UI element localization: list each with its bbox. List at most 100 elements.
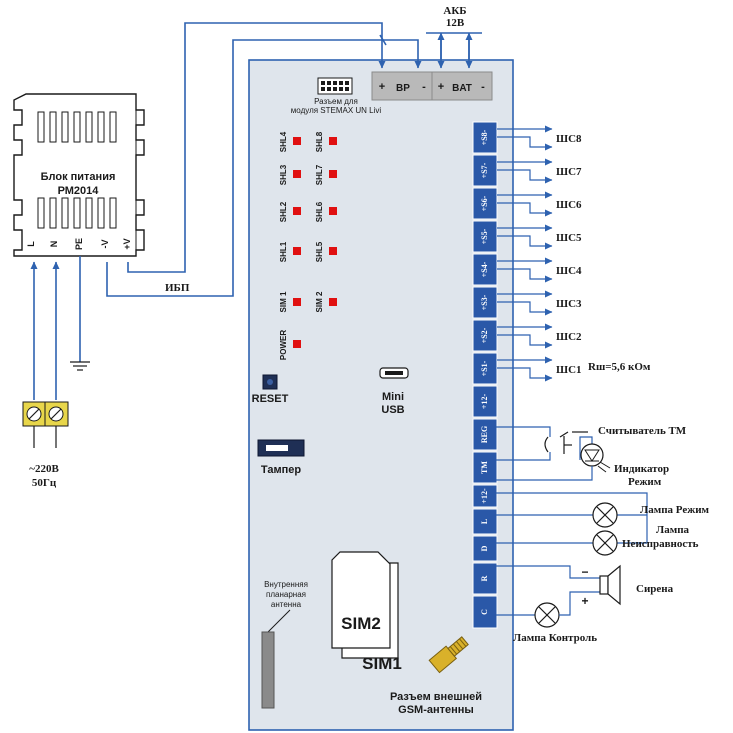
antenna-label-2: планарная (266, 590, 306, 599)
psu-terminal-minus-v: -V (100, 240, 110, 249)
psu-title-1: Блок питания (41, 171, 116, 183)
terminal-13 (472, 535, 498, 562)
stemax-label-1: Разъем для (314, 97, 358, 106)
lamp-control-label: Лампа Контроль (513, 632, 597, 644)
zone-label-5: ШС3 (556, 298, 582, 310)
tm-reader (496, 426, 588, 461)
terminal-14 (472, 562, 498, 595)
terminal-block: +S8-+S7-+S6-+S5-+S4-+S3-+S2-+S1-+12-REGT… (472, 121, 498, 629)
gsm-antenna-label-2: GSM-антенны (398, 704, 474, 716)
terminal-label-14: R (480, 575, 489, 581)
antenna-label-3: антенна (271, 600, 302, 609)
battery-wires (426, 32, 482, 69)
led-label-sim2: SIM 2 (315, 291, 324, 312)
terminal-label-10: TM (480, 461, 489, 474)
antenna-pointer (267, 609, 291, 633)
led-label-sim1: SIM 1 (279, 291, 288, 312)
zone-label-2: ШС6 (556, 199, 582, 211)
sim-cards: SIM2 SIM1 (331, 551, 402, 673)
power-supply: Блок питания РМ2014 L N PE -V +V (13, 93, 145, 257)
terminal-label-11: +12- (480, 488, 489, 504)
psu-terminal-l: L (26, 241, 36, 247)
gsm-antenna-connector (428, 636, 469, 674)
tamper-switch (257, 439, 305, 457)
terminal-1 (472, 154, 498, 187)
led-sim1 (293, 298, 301, 306)
led-shl5 (329, 247, 337, 255)
terminal-12 (472, 508, 498, 535)
psu-terminal-plus-v: +V (122, 238, 132, 249)
lamp-control (496, 602, 571, 628)
led-shl3 (293, 170, 301, 178)
terminal-3 (472, 220, 498, 253)
terminal-9 (472, 418, 498, 451)
terminal-label-13: D (480, 545, 489, 551)
zone-wire-b-2 (497, 202, 553, 217)
sim2-label: SIM2 (341, 614, 381, 633)
siren-plus: + (581, 594, 588, 608)
terminal-label-5: +S3- (480, 294, 489, 310)
terminal-label-3: +S5- (480, 228, 489, 244)
bp-connector: + BP - (371, 71, 433, 101)
terminal-label-2: +S6- (480, 195, 489, 211)
terminal-label-4: +S4- (480, 261, 489, 277)
led-shl4 (293, 137, 301, 145)
tamper-label: Тампер (261, 464, 301, 476)
led-shl6 (329, 207, 337, 215)
indicator-label-1: Индикатор (614, 463, 669, 475)
zone-label-3: ШС5 (556, 232, 582, 244)
led-shl7 (329, 170, 337, 178)
lamp-mode (496, 502, 618, 528)
reset-button[interactable] (262, 374, 278, 390)
reset-label: RESET (252, 393, 289, 405)
siren (496, 564, 621, 610)
psu-terminal-n: N (49, 241, 59, 248)
led-label-shl1: SHL1 (279, 241, 288, 262)
lamp-bus (496, 492, 648, 544)
mini-usb-connector (379, 367, 409, 379)
terminal-label-12: L (480, 519, 489, 524)
terminal-7 (472, 352, 498, 385)
zone-label-1: ШС7 (556, 166, 582, 178)
terminal-8 (472, 385, 498, 418)
indicator-led (496, 436, 611, 481)
antenna-label-1: Внутренняя (264, 580, 308, 589)
bp-label: BP (396, 83, 410, 94)
led-shl2 (293, 207, 301, 215)
led-label-shl2: SHL2 (279, 201, 288, 222)
zone-label-7: ШС1 (556, 364, 582, 376)
led-power (293, 340, 301, 348)
terminal-10 (472, 451, 498, 484)
terminal-label-8: +12- (480, 394, 489, 410)
zone-wire-b-6 (497, 334, 553, 349)
mini-usb-label-2: USB (381, 404, 404, 416)
terminal-label-7: +S1- (480, 360, 489, 376)
terminal-11 (472, 484, 498, 508)
led-label-shl8: SHL8 (315, 131, 324, 152)
terminal-label-15: C (480, 609, 489, 615)
gsm-antenna-label-1: Разъем внешней (390, 691, 482, 703)
bat-plus: + (438, 81, 444, 93)
led-label-shl3: SHL3 (279, 164, 288, 185)
zone-wire-b-1 (497, 169, 553, 184)
led-sim2 (329, 298, 337, 306)
ibp-label: ИБП (165, 282, 190, 294)
terminal-6 (472, 319, 498, 352)
zone-label-4: ШС4 (556, 265, 582, 277)
bat-minus: - (481, 81, 485, 93)
zone-wire-b-0 (497, 136, 553, 151)
mains-wires (30, 256, 90, 400)
reader-label: Считыватель ТМ (598, 425, 687, 437)
led-column-right: SHL8 SHL7 SHL6 SHL5 SIM 2 (315, 131, 337, 312)
mini-usb-label-1: Mini (382, 391, 404, 403)
zone-wire-b-5 (497, 301, 553, 316)
bat-connector: + BAT - (431, 71, 493, 101)
led-shl8 (329, 137, 337, 145)
led-label-shl6: SHL6 (315, 201, 324, 222)
terminal-4 (472, 253, 498, 286)
mains-voltage: ~220В (29, 463, 59, 475)
lamp-fault-label-2: Неисправность (622, 538, 699, 550)
siren-label: Сирена (636, 583, 674, 595)
